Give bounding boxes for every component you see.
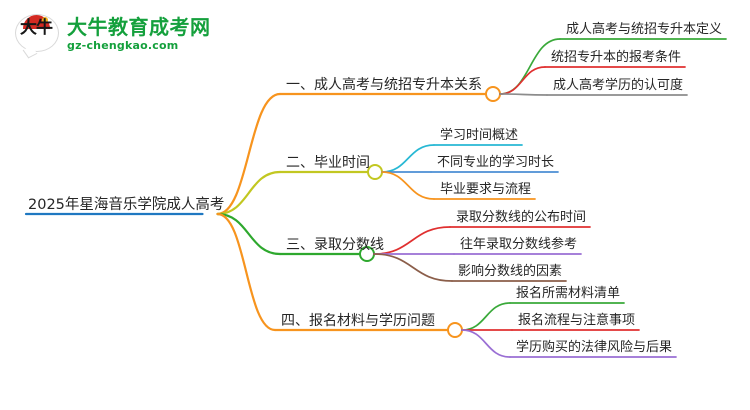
logo-wordmark: 大牛教育成考网 gz-chengkao.com <box>67 14 211 53</box>
branch-connector-3 <box>216 212 282 256</box>
leaf-connector-2-3 <box>381 171 435 200</box>
branch-label-4: 四、报名材料与学历问题 <box>281 313 435 329</box>
logo-domain: gz-chengkao.com <box>67 38 179 52</box>
branch-connector-1 <box>216 92 282 216</box>
logo-yellow-dot-icon <box>42 17 48 23</box>
leaf-label-4-1: 报名所需材料清单 <box>516 286 621 301</box>
logo-mark-text: 大牛 <box>20 18 53 38</box>
leaf-label-4-3: 学历购买的法律风险与后果 <box>516 340 673 355</box>
leaf-label-1-3: 成人高考学历的认可度 <box>553 78 684 93</box>
leaf-connector-1-3 <box>499 93 548 96</box>
logo-title: 大牛教育成考网 <box>67 14 211 39</box>
leaf-connector-4-3 <box>461 329 511 358</box>
branch-connector-4 <box>216 212 277 332</box>
leaf-label-3-2: 往年录取分数线参考 <box>460 237 578 252</box>
leaf-label-1-1: 成人高考与统招专升本定义 <box>566 22 723 37</box>
branch-label-2: 二、毕业时间 <box>286 155 370 171</box>
root-label: 2025年星海音乐学院成人高考 <box>28 197 225 213</box>
leaf-connector-1-2 <box>499 66 546 95</box>
leaf-connector-4-1 <box>461 302 511 331</box>
leaf-connector-3-3 <box>373 253 453 282</box>
leaf-label-2-2: 不同专业的学习时长 <box>437 155 555 170</box>
logo-bull-icon: 大牛 <box>14 11 60 57</box>
leaf-label-2-1: 学习时间概述 <box>440 128 519 143</box>
branch-node-4[interactable] <box>447 322 463 338</box>
branch-label-1: 一、成人高考与统招专升本关系 <box>286 77 482 93</box>
leaf-label-2-3: 毕业要求与流程 <box>440 182 532 197</box>
branch-node-2[interactable] <box>367 164 383 180</box>
leaf-label-1-2: 统招专升本的报考条件 <box>551 50 682 65</box>
leaf-label-3-3: 影响分数线的因素 <box>458 264 563 279</box>
leaf-label-3-1: 录取分数线的公布时间 <box>456 210 587 225</box>
leaf-label-4-2: 报名流程与注意事项 <box>518 313 636 328</box>
site-logo: 大牛 大牛教育成考网 gz-chengkao.com <box>14 8 234 60</box>
branch-node-1[interactable] <box>485 86 501 102</box>
leaf-connector-2-1 <box>381 144 435 173</box>
branch-label-3: 三、录取分数线 <box>286 237 384 253</box>
leaf-connector-3-1 <box>373 226 451 255</box>
branch-connector-2 <box>216 170 282 216</box>
